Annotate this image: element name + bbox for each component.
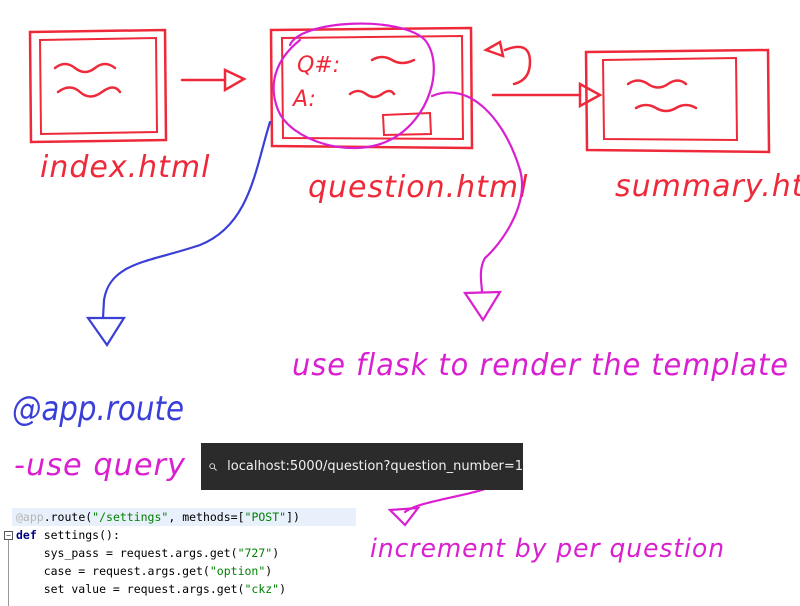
increment-note: increment by per question (370, 534, 725, 564)
arrow-question-to-summary (491, 81, 603, 109)
code-fold-gutter (8, 536, 9, 606)
query-note: -use query (14, 448, 186, 483)
summary-node (584, 48, 771, 154)
address-bar[interactable]: localhost:5000/question?question_number=… (201, 443, 523, 490)
address-url[interactable]: localhost:5000/question?question_number=… (227, 459, 523, 474)
question-label: question.html (308, 170, 528, 205)
index-node (28, 28, 168, 144)
search-icon (209, 462, 217, 471)
question-q-label: Q#: (297, 53, 340, 78)
index-label: index.html (40, 150, 210, 185)
code-line-5: set value = request.args.get("ckz") (16, 582, 287, 596)
question-a-label: A: (291, 87, 316, 112)
arrow-index-to-question (180, 68, 247, 93)
code-line-4: case = request.args.get("option") (16, 564, 273, 578)
render-note: use flask to render the template (292, 348, 789, 383)
route-note: @app.route (12, 389, 184, 429)
arrow-to-route-note (85, 120, 272, 347)
question-self-loop (483, 40, 532, 86)
code-line-1: @app.route("/settings", methods=["POST"]… (12, 508, 356, 526)
code-fold-toggle[interactable]: − (4, 531, 13, 540)
summary-label: summary.html (615, 169, 800, 204)
code-line-2: def settings(): (16, 528, 120, 542)
arrow-to-render-note (430, 91, 523, 323)
question-highlight (272, 22, 435, 150)
code-line-3: sys_pass = request.args.get("727") (16, 546, 280, 560)
address-url-value: 1 (514, 459, 523, 474)
address-url-prefix: localhost:5000/question?question_number= (227, 459, 515, 474)
code-snippet: − @app.route("/settings", methods=["POST… (0, 508, 360, 606)
